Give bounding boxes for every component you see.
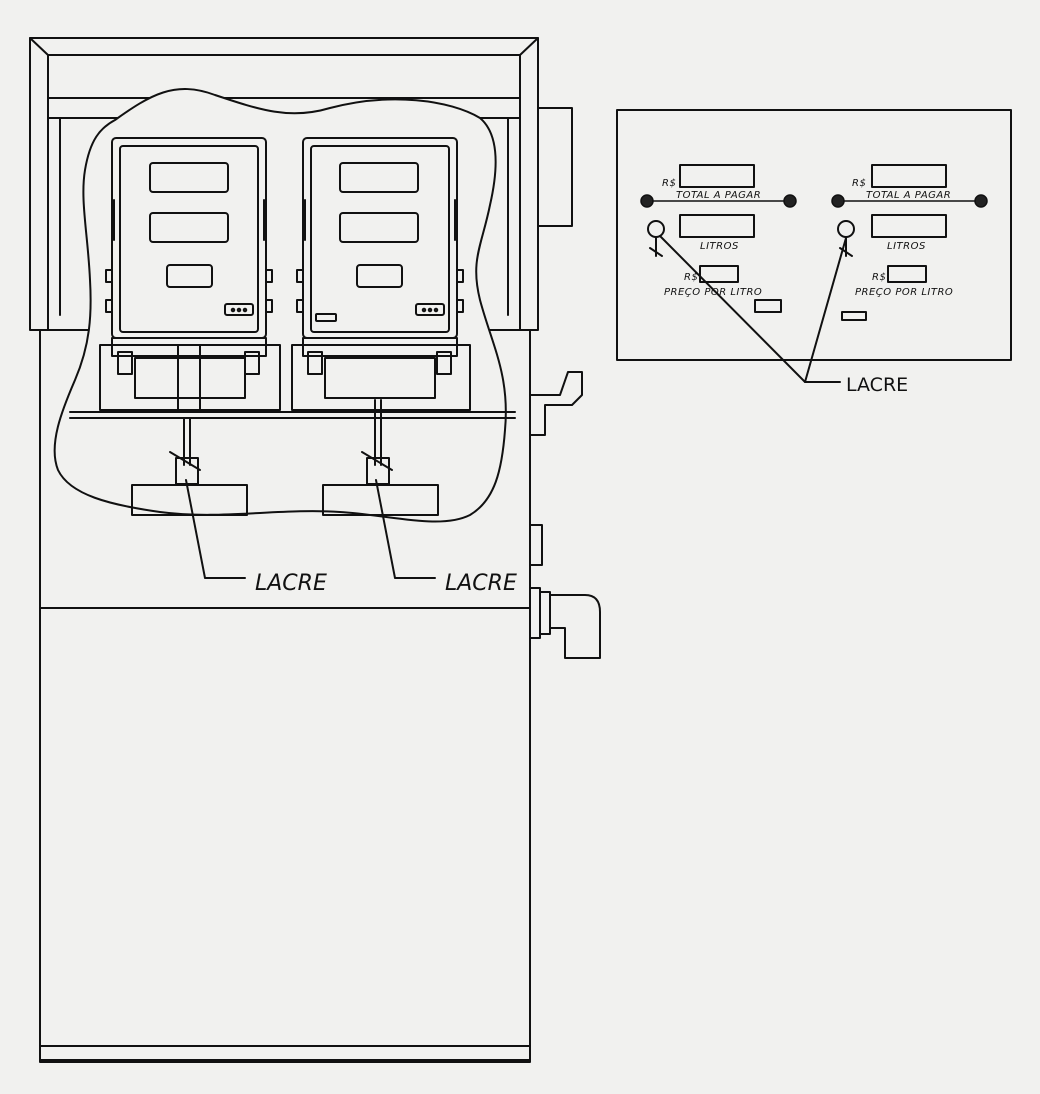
lacre-label-left: LACRE	[255, 571, 327, 596]
left-total-currency: R$	[662, 178, 676, 189]
nozzle-holder	[529, 371, 583, 436]
left-price-label: PREÇO POR LITRO	[664, 287, 762, 298]
cutaway-outline	[53, 88, 507, 523]
left-liters-label: LITROS	[700, 241, 739, 252]
display-panel-detail	[616, 109, 1012, 383]
right-price-currency: R$	[872, 272, 886, 283]
lacre-label-panel: LACRE	[846, 374, 908, 396]
right-price-label: PREÇO POR LITRO	[855, 287, 953, 298]
lacre-label-right: LACRE	[445, 571, 517, 596]
right-total-label: TOTAL A PAGAR	[866, 190, 951, 201]
right-liters-label: LITROS	[887, 241, 926, 252]
meter-mechanisms	[69, 337, 516, 516]
left-price-currency: R$	[684, 272, 698, 283]
right-total-currency: R$	[852, 178, 866, 189]
side-pipe	[529, 524, 601, 659]
meter-seal-leaders	[185, 479, 436, 579]
left-total-label: TOTAL A PAGAR	[676, 190, 761, 201]
